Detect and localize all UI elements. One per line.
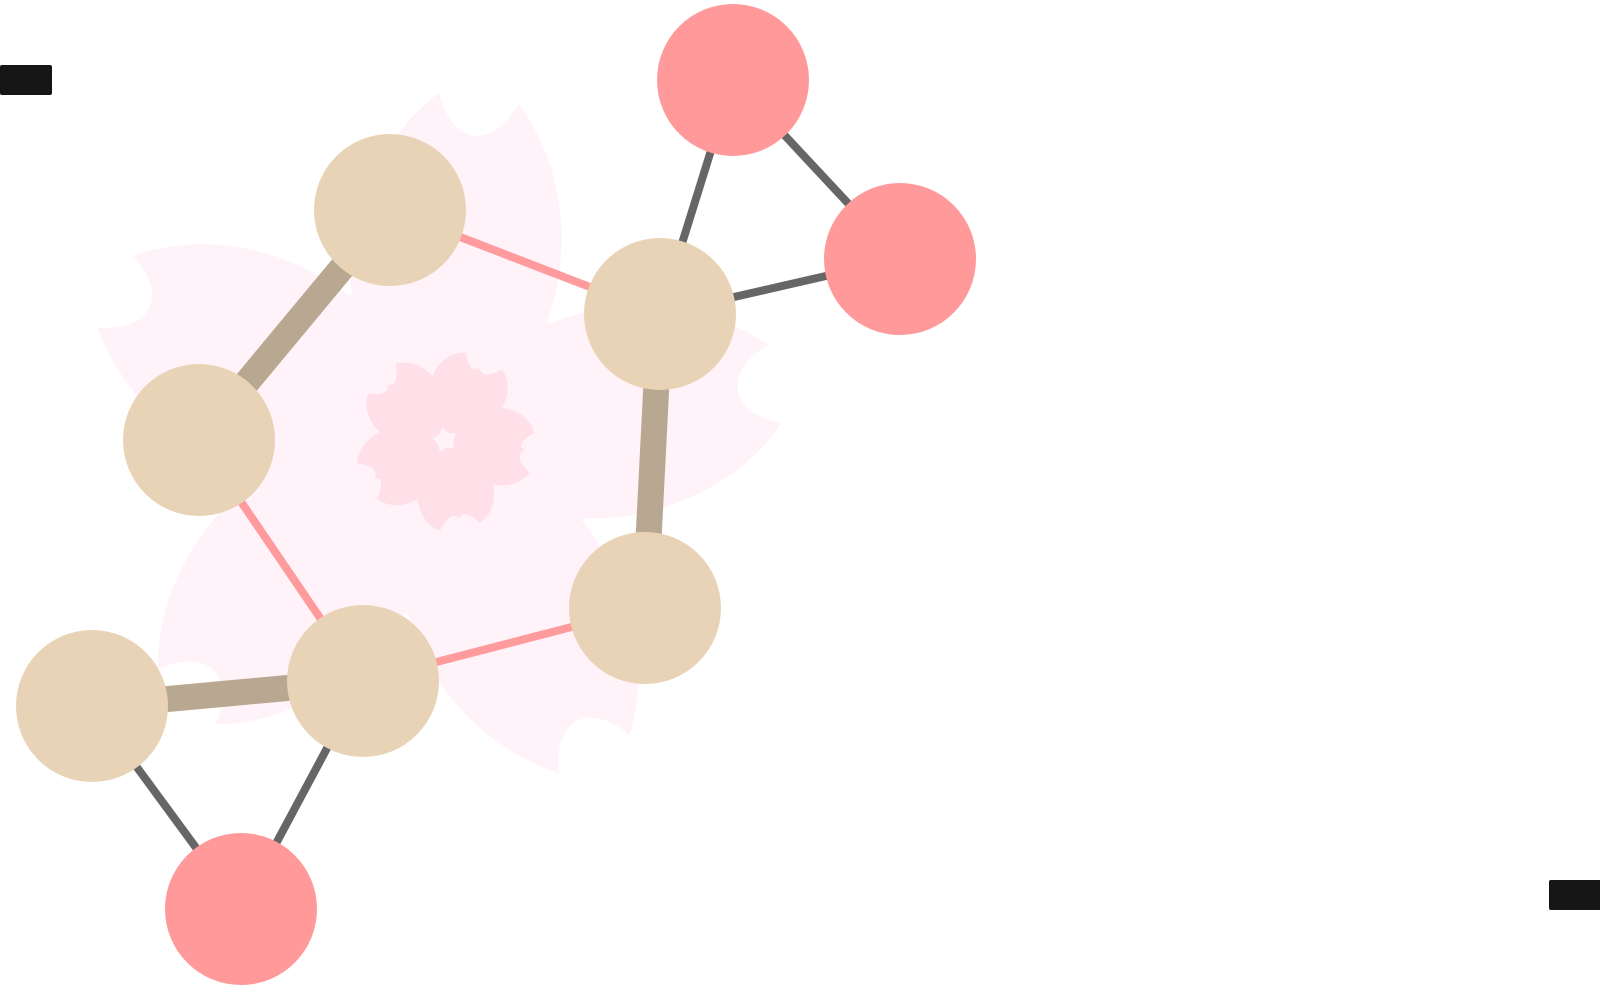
corner-marker-bottom-right bbox=[1549, 880, 1600, 910]
tan-node-n1[interactable] bbox=[314, 134, 466, 286]
center-petal bbox=[357, 427, 441, 506]
pink-node-p1[interactable] bbox=[657, 4, 809, 156]
nodes-layer bbox=[16, 4, 976, 985]
tan-node-n3[interactable] bbox=[123, 364, 275, 516]
pink-node-p3[interactable] bbox=[165, 833, 317, 985]
corner-marker-top-left bbox=[0, 65, 52, 95]
tan-node-n2[interactable] bbox=[584, 238, 736, 390]
tan-node-n4[interactable] bbox=[569, 532, 721, 684]
center-petal bbox=[366, 362, 446, 444]
pink-node-p2[interactable] bbox=[824, 183, 976, 335]
tan-node-n6[interactable] bbox=[16, 630, 168, 782]
tan-node-n5[interactable] bbox=[287, 605, 439, 757]
cherry-blossom-petals-icon bbox=[357, 352, 535, 531]
